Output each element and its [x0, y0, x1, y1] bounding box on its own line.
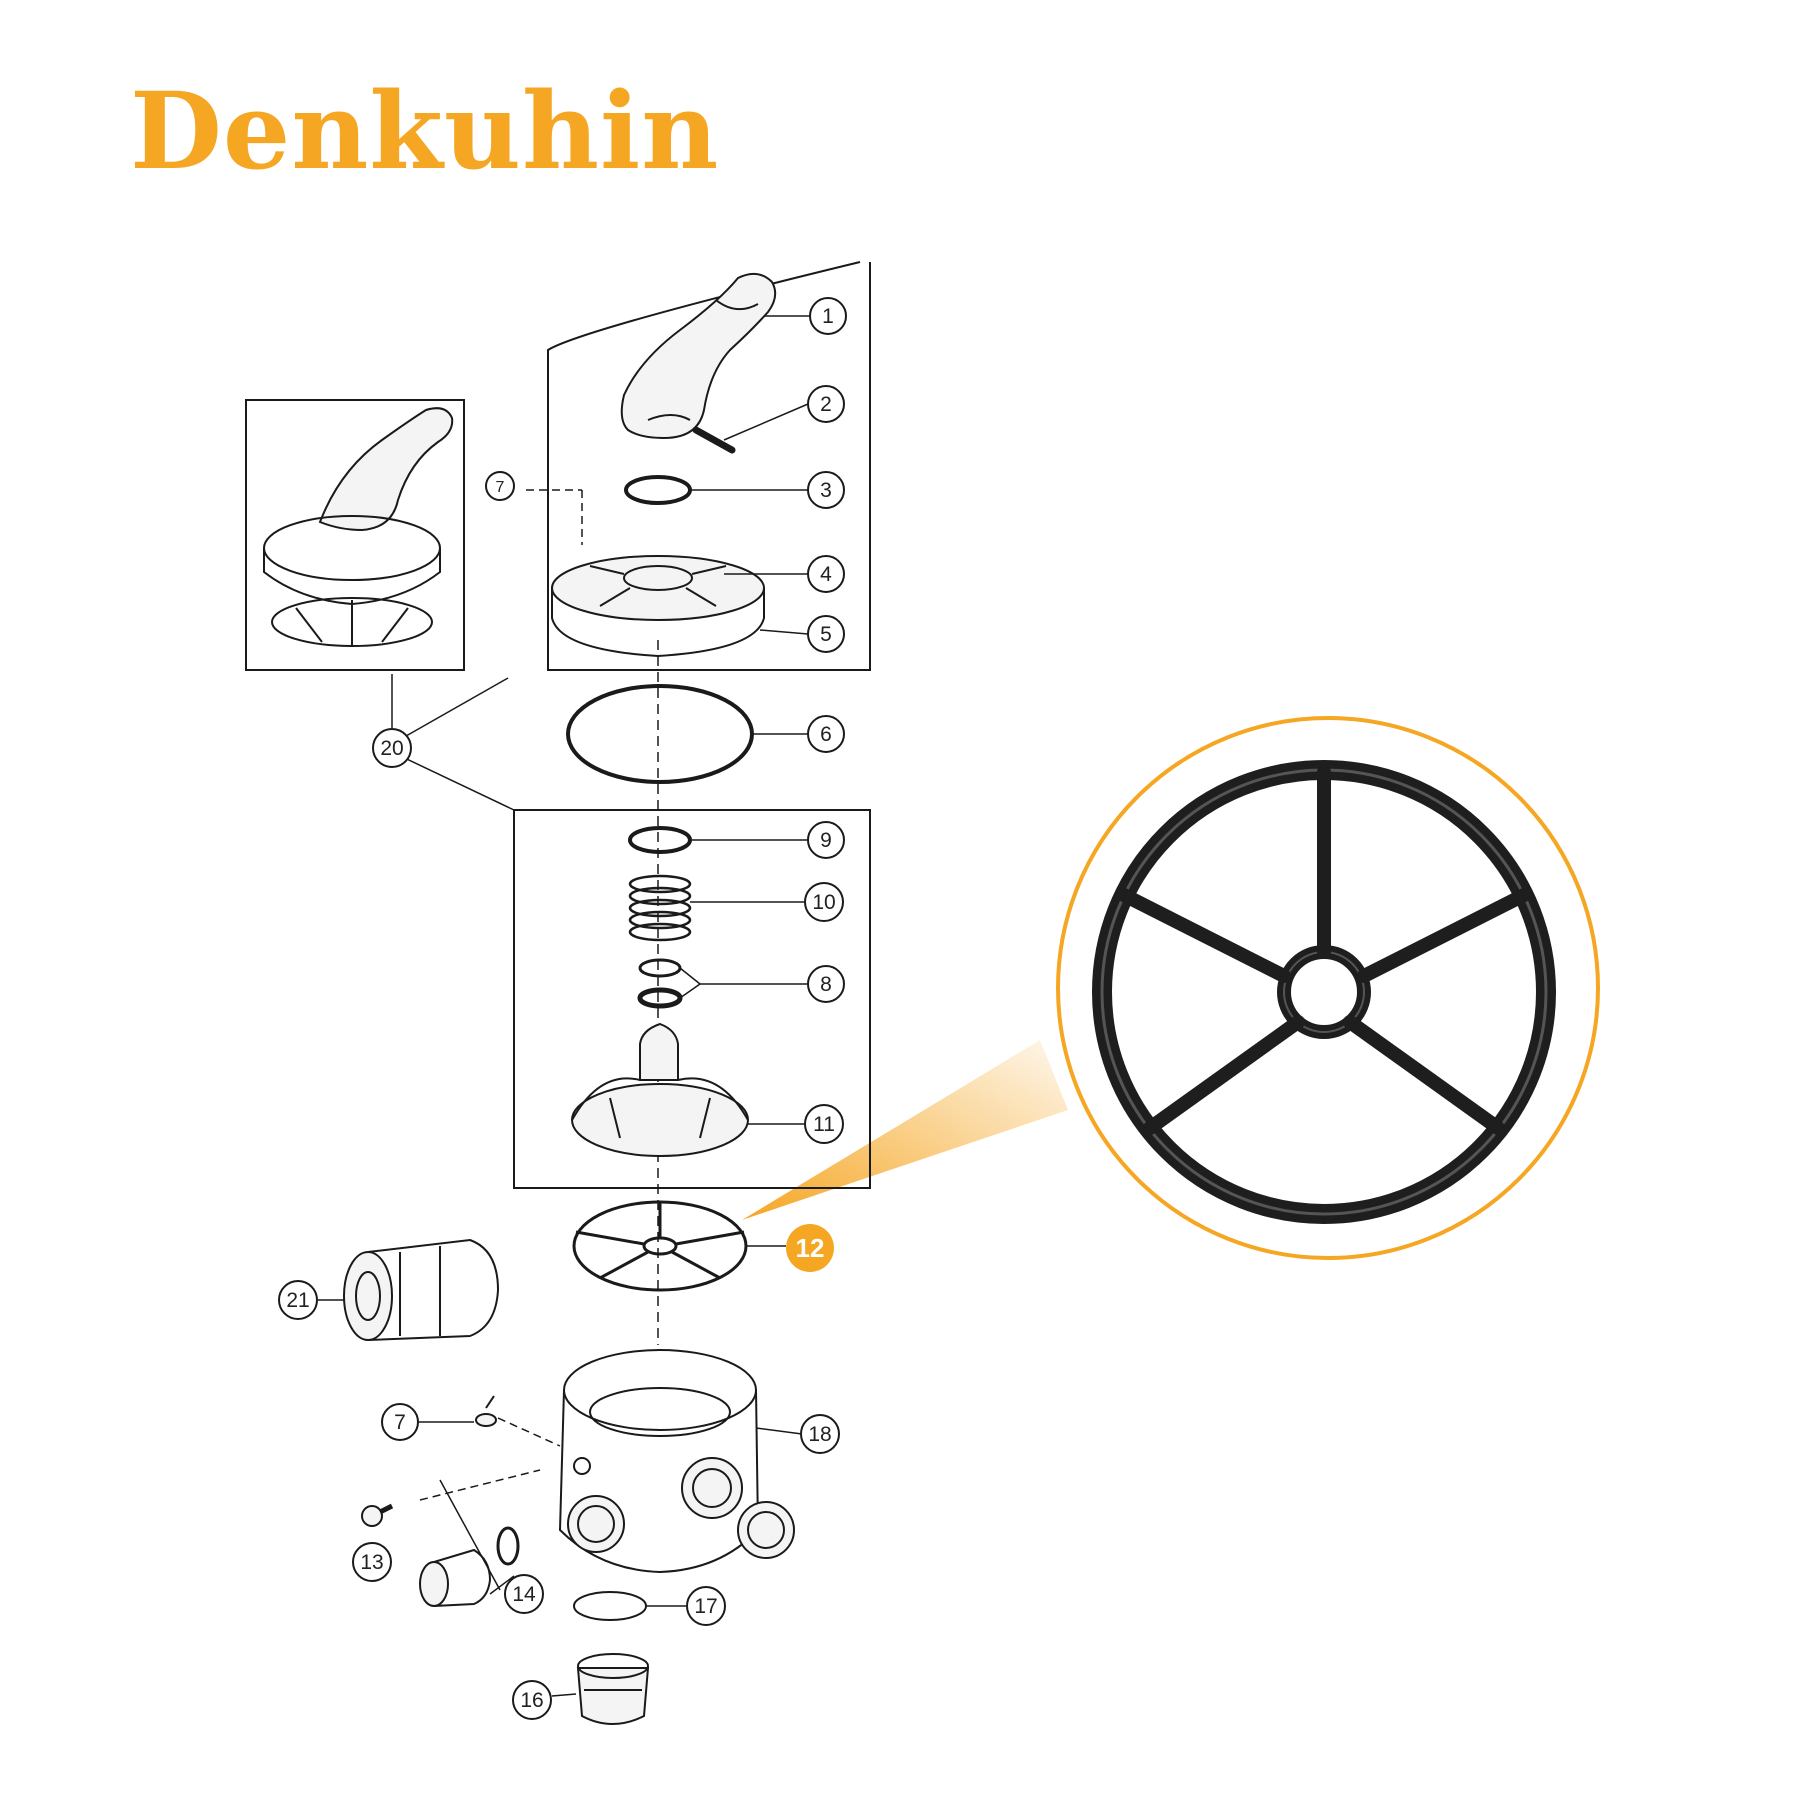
svg-text:11: 11	[813, 1113, 835, 1136]
handle-icon	[620, 272, 777, 440]
callout-5: 5	[807, 615, 845, 653]
zoom-frame	[1056, 716, 1600, 1260]
callout-14: 14	[504, 1574, 544, 1614]
frame-top-assembly	[547, 261, 871, 671]
svg-text:3: 3	[820, 479, 832, 502]
callout-7-upper: 7	[485, 471, 515, 501]
leader-lines	[318, 315, 810, 1697]
svg-text:7: 7	[496, 479, 505, 496]
valve-body-icon	[558, 1349, 795, 1574]
callout-21: 21	[278, 1280, 318, 1320]
callout-8: 8	[807, 965, 845, 1003]
callout-13: 13	[352, 1542, 392, 1582]
pin-icon	[692, 426, 736, 454]
rotor-icon	[571, 1022, 749, 1157]
svg-text:16: 16	[520, 1689, 543, 1712]
part-callouts: 1 2 3 4 5 6 7 7	[278, 297, 847, 1720]
svg-text:20: 20	[380, 737, 403, 760]
o-ring-9-icon	[628, 826, 692, 854]
bolt-13-icon	[361, 1503, 394, 1527]
o-ring-3-icon	[624, 475, 692, 505]
callout-6: 6	[807, 715, 845, 753]
callout-10: 10	[804, 882, 844, 922]
svg-text:17: 17	[694, 1595, 717, 1618]
o-ring-17-icon	[573, 1591, 647, 1621]
zoom-detail-view	[1056, 716, 1600, 1260]
svg-text:12: 12	[796, 1233, 825, 1263]
brand-logo: Denkuhin	[130, 68, 720, 193]
callout-2: 2	[807, 385, 845, 423]
o-ring-8a-icon	[638, 958, 682, 978]
svg-text:4: 4	[820, 563, 832, 586]
callout-3: 3	[807, 471, 845, 509]
callout-4: 4	[807, 555, 845, 593]
zoom-beam	[742, 1040, 1068, 1220]
svg-text:13: 13	[360, 1551, 383, 1574]
svg-text:9: 9	[820, 829, 832, 852]
callout-18: 18	[800, 1414, 840, 1454]
o-ring-8b-icon	[637, 987, 683, 1009]
svg-text:6: 6	[820, 723, 832, 746]
callout-12-highlighted: 12	[786, 1224, 834, 1272]
svg-text:10: 10	[812, 891, 835, 914]
frame-inset-20	[245, 399, 465, 671]
callout-20: 20	[372, 728, 412, 768]
svg-text:14: 14	[512, 1583, 536, 1606]
multiport-valve-top-icon	[263, 407, 454, 647]
spider-gasket-small-icon	[572, 1200, 748, 1292]
callout-1: 1	[809, 297, 847, 335]
svg-text:18: 18	[808, 1423, 831, 1446]
o-ring-6-icon	[566, 684, 754, 784]
callout-9: 9	[807, 821, 845, 859]
valve-cover-icon	[551, 555, 765, 658]
callout-17: 17	[686, 1586, 726, 1626]
spider-gasket-icon	[1092, 760, 1556, 1224]
drain-fitting-icon	[419, 1526, 520, 1607]
spring-icon	[628, 874, 692, 942]
svg-text:21: 21	[286, 1289, 309, 1312]
union-fitting-icon	[343, 1238, 500, 1341]
drain-plug-icon	[576, 1653, 650, 1725]
svg-text:5: 5	[820, 623, 832, 646]
svg-text:2: 2	[820, 393, 832, 416]
callout-11: 11	[804, 1104, 844, 1144]
svg-text:7: 7	[394, 1411, 406, 1434]
frame-mid-assembly	[513, 809, 871, 1189]
nut-icon	[475, 1395, 497, 1427]
callout-16: 16	[512, 1680, 552, 1720]
callout-7-lower: 7	[381, 1403, 419, 1441]
svg-text:8: 8	[820, 973, 832, 996]
svg-text:1: 1	[822, 305, 834, 328]
